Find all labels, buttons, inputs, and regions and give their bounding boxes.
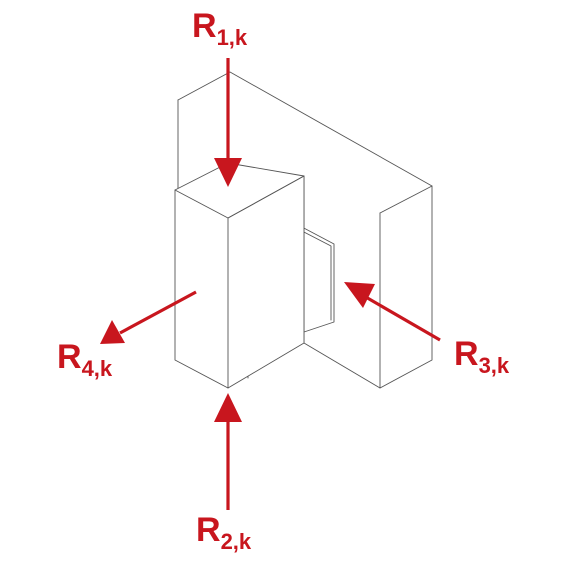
force-arrow-r2 xyxy=(214,393,242,510)
force-arrow-r3 xyxy=(344,282,441,342)
force-label-r3: R3,k xyxy=(454,335,510,378)
force-arrow-r2-head xyxy=(214,393,242,422)
header-beam-right-face xyxy=(379,185,433,389)
force-arrow-r4 xyxy=(100,290,197,344)
force-arrow-r4-shaft xyxy=(119,290,197,335)
force-arrow-r3-shaft xyxy=(363,294,441,342)
force-label-r2: R2,k xyxy=(196,511,252,554)
force-arrow-r1-head xyxy=(214,158,242,187)
header-beam-front-bottom-edge xyxy=(303,342,381,389)
joist-front-face xyxy=(174,189,229,389)
force-label-r1: R1,k xyxy=(192,7,248,50)
force-label-r4: R4,k xyxy=(57,338,113,381)
joist-block xyxy=(174,162,305,389)
header-beam-top-face xyxy=(177,71,433,214)
joist-side-face xyxy=(227,175,305,389)
force-arrow-r4-head xyxy=(100,320,125,344)
force-arrow-r3-head xyxy=(344,282,375,308)
force-arrow-r1 xyxy=(214,58,242,187)
